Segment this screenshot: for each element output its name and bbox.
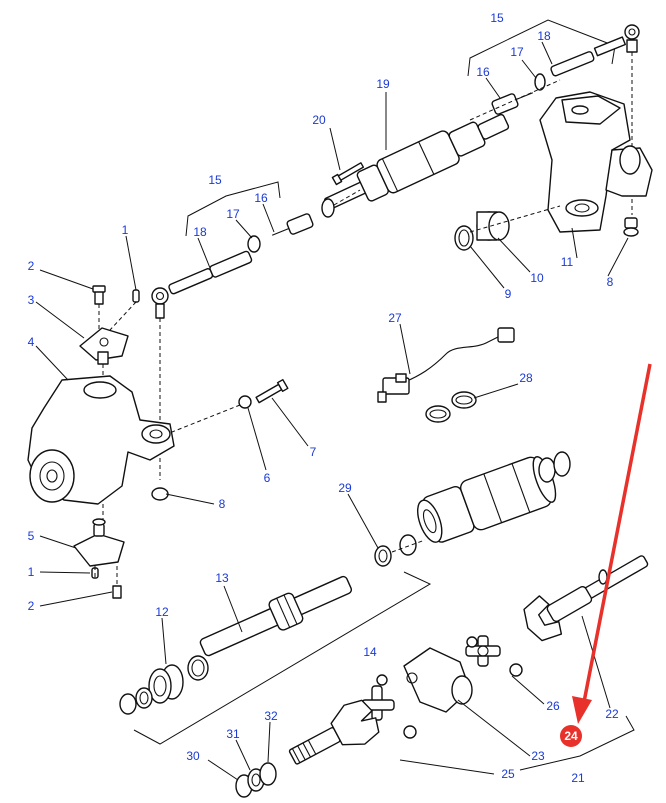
callout-8-left: 8 — [219, 497, 226, 511]
callout-1-bottom: 1 — [28, 565, 35, 579]
steering-cylinder-top — [323, 113, 510, 211]
steering-knuckle-left — [27, 285, 289, 599]
universal-joint-cross-upper — [465, 635, 523, 677]
callout-labels: 15 17 18 16 19 20 11 10 9 8 15 16 17 18 … — [28, 11, 619, 785]
outer-axle-yoke — [523, 555, 649, 642]
highlight-badge-label: 24 — [564, 729, 578, 743]
callout-9: 9 — [505, 287, 512, 301]
callout-26: 26 — [546, 699, 560, 713]
callout-20: 20 — [312, 113, 326, 127]
callout-2-bottom: 2 — [28, 599, 35, 613]
bushing-and-seal-right — [454, 205, 561, 251]
callout-19: 19 — [376, 77, 390, 91]
callout-10: 10 — [530, 271, 544, 285]
callout-17-mid: 17 — [226, 207, 240, 221]
callout-16-mid: 16 — [254, 191, 268, 205]
speed-sensor-harness — [377, 327, 515, 403]
callout-18-top: 18 — [537, 29, 551, 43]
callout-13: 13 — [215, 571, 229, 585]
callout-21: 21 — [571, 771, 585, 785]
steering-cylinder-bottom — [417, 456, 557, 543]
stub-axle — [288, 699, 380, 765]
callout-29: 29 — [338, 481, 352, 495]
drive-shaft-inner — [199, 575, 353, 657]
callout-23: 23 — [531, 749, 545, 763]
leader-lines — [35, 41, 629, 781]
center-housing — [403, 647, 473, 713]
callout-2-top: 2 — [28, 259, 35, 273]
callout-28: 28 — [519, 371, 533, 385]
callout-12: 12 — [155, 605, 169, 619]
tie-rod-assembly-left — [151, 181, 314, 480]
callout-25: 25 — [501, 767, 515, 781]
snap-rings — [235, 762, 277, 798]
callout-4: 4 — [28, 335, 35, 349]
callout-7: 7 — [310, 445, 317, 459]
callout-5: 5 — [28, 529, 35, 543]
callout-31: 31 — [226, 727, 240, 741]
callout-15-mid: 15 — [208, 173, 222, 187]
callout-14: 14 — [363, 645, 377, 659]
callout-15-top: 15 — [490, 11, 504, 25]
hose-clamps — [425, 391, 477, 423]
callout-17-top: 17 — [510, 45, 524, 59]
callout-11: 11 — [561, 255, 574, 269]
callout-18-mid: 18 — [193, 225, 207, 239]
callout-8-right: 8 — [607, 275, 614, 289]
callout-3: 3 — [28, 293, 35, 307]
highlight-arrow — [572, 363, 652, 724]
callout-32: 32 — [264, 709, 278, 723]
callout-1-top: 1 — [122, 223, 129, 237]
universal-joint-cross-lower — [361, 674, 417, 739]
callout-6: 6 — [264, 471, 271, 485]
seal-pack — [119, 655, 209, 715]
callout-16-top: 16 — [476, 65, 490, 79]
callout-22: 22 — [605, 707, 619, 721]
steering-knuckle-right — [539, 91, 653, 237]
highlight-badge — [560, 725, 582, 747]
callout-27: 27 — [388, 311, 402, 325]
callout-30: 30 — [186, 749, 200, 763]
